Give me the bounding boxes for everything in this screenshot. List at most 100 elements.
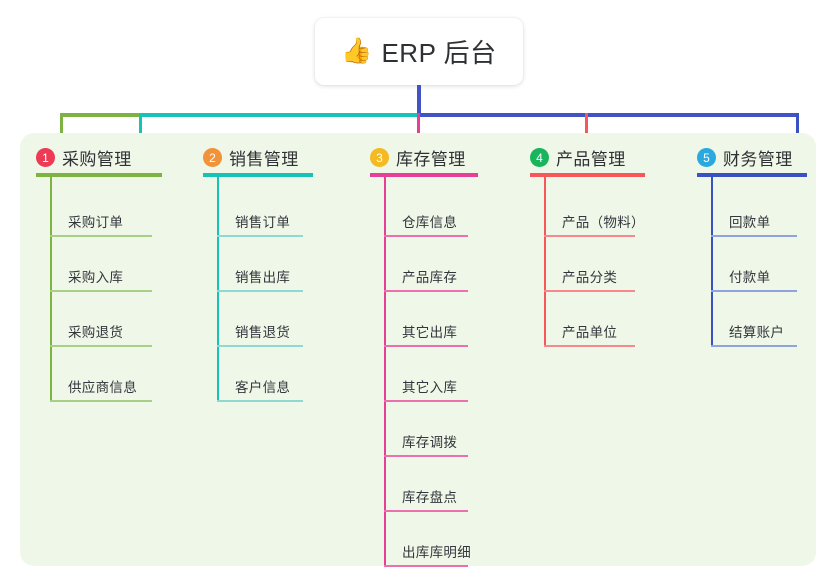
module-item-rule bbox=[384, 235, 468, 237]
module-item-rule bbox=[50, 235, 152, 237]
connector-segment-1 bbox=[60, 113, 140, 117]
connector-segment-3 bbox=[417, 113, 799, 117]
module-item-label: 产品分类 bbox=[562, 270, 618, 285]
module-item-rule bbox=[711, 290, 797, 292]
module-item[interactable]: 其它出库 bbox=[384, 321, 468, 347]
module-item-label: 回款单 bbox=[729, 215, 771, 230]
module-item-label: 其它出库 bbox=[402, 325, 458, 340]
module-item-rule bbox=[384, 290, 468, 292]
module-item-rule bbox=[50, 400, 152, 402]
module-title: 采购管理 bbox=[62, 150, 132, 169]
module-item[interactable]: 库存盘点 bbox=[384, 486, 468, 512]
module-item-rule bbox=[217, 400, 303, 402]
module-item[interactable]: 供应商信息 bbox=[50, 376, 152, 402]
module-item[interactable]: 产品分类 bbox=[544, 266, 635, 292]
module-number-badge: 5 bbox=[697, 148, 716, 167]
module-item-label: 销售订单 bbox=[235, 215, 291, 230]
module-item-label: 仓库信息 bbox=[402, 215, 458, 230]
trunk-line bbox=[417, 85, 421, 115]
module-item[interactable]: 回款单 bbox=[711, 211, 797, 237]
module-item[interactable]: 销售订单 bbox=[217, 211, 303, 237]
module-title: 财务管理 bbox=[723, 150, 793, 169]
module-header-rule bbox=[36, 173, 162, 177]
module-item-label: 出库库明细 bbox=[402, 545, 471, 560]
connector-drop-3 bbox=[417, 113, 420, 145]
module-stem-line bbox=[217, 175, 219, 402]
module-item-rule bbox=[384, 510, 468, 512]
module-item-label: 产品库存 bbox=[402, 270, 458, 285]
module-header-rule bbox=[370, 173, 478, 177]
module-item-label: 库存调拨 bbox=[402, 435, 458, 450]
connector-drop-4 bbox=[585, 113, 588, 145]
module-item[interactable]: 产品（物料） bbox=[544, 211, 645, 237]
module-item-label: 产品单位 bbox=[562, 325, 618, 340]
module-item[interactable]: 产品单位 bbox=[544, 321, 635, 347]
module-header-5[interactable]: 5 财务管理 bbox=[697, 145, 793, 170]
module-header-rule bbox=[203, 173, 313, 177]
module-item[interactable]: 采购入库 bbox=[50, 266, 152, 292]
module-item-label: 客户信息 bbox=[235, 380, 291, 395]
module-header-2[interactable]: 2 销售管理 bbox=[203, 145, 299, 170]
module-number-badge: 1 bbox=[36, 148, 55, 167]
module-item[interactable]: 仓库信息 bbox=[384, 211, 468, 237]
root-node-card[interactable]: 👍 ERP 后台 bbox=[315, 18, 523, 85]
module-title: 销售管理 bbox=[229, 150, 299, 169]
module-item-rule bbox=[711, 345, 797, 347]
module-item-rule bbox=[544, 290, 635, 292]
module-item[interactable]: 产品库存 bbox=[384, 266, 468, 292]
module-item-rule bbox=[384, 345, 468, 347]
module-stem-line bbox=[544, 175, 546, 347]
module-item-label: 采购退货 bbox=[68, 325, 124, 340]
module-item-label: 供应商信息 bbox=[68, 380, 137, 395]
module-item-label: 采购入库 bbox=[68, 270, 124, 285]
module-item-rule bbox=[384, 455, 468, 457]
module-item-rule bbox=[217, 290, 303, 292]
module-stem-line bbox=[50, 175, 52, 402]
module-item-label: 产品（物料） bbox=[562, 215, 645, 230]
module-item[interactable]: 采购退货 bbox=[50, 321, 152, 347]
module-item-label: 结算账户 bbox=[729, 325, 785, 340]
connector-drop-2 bbox=[139, 113, 142, 145]
module-item-label: 销售出库 bbox=[235, 270, 291, 285]
modules-panel: 1 采购管理采购订单采购入库采购退货供应商信息 2 销售管理销售订单销售出库销售退货客… bbox=[20, 133, 816, 567]
connector-segment-2 bbox=[139, 113, 419, 117]
module-item[interactable]: 结算账户 bbox=[711, 321, 797, 347]
module-item[interactable]: 采购订单 bbox=[50, 211, 152, 237]
module-header-3[interactable]: 3 库存管理 bbox=[370, 145, 466, 170]
module-title: 库存管理 bbox=[396, 150, 466, 169]
module-stem-line bbox=[384, 175, 386, 567]
module-item-rule bbox=[544, 345, 635, 347]
module-item[interactable]: 销售退货 bbox=[217, 321, 303, 347]
module-item[interactable]: 其它入库 bbox=[384, 376, 468, 402]
module-item-rule bbox=[384, 565, 468, 567]
module-number-badge: 4 bbox=[530, 148, 549, 167]
connector-drop-5 bbox=[796, 113, 799, 145]
module-title: 产品管理 bbox=[556, 150, 626, 169]
module-item-rule bbox=[50, 290, 152, 292]
module-header-rule bbox=[530, 173, 645, 177]
module-item-label: 销售退货 bbox=[235, 325, 291, 340]
module-item[interactable]: 出库库明细 bbox=[384, 541, 471, 567]
module-item[interactable]: 客户信息 bbox=[217, 376, 303, 402]
module-number-badge: 3 bbox=[370, 148, 389, 167]
module-item-rule bbox=[711, 235, 797, 237]
module-item-label: 付款单 bbox=[729, 270, 771, 285]
module-item[interactable]: 付款单 bbox=[711, 266, 797, 292]
module-item-label: 其它入库 bbox=[402, 380, 458, 395]
module-item-label: 库存盘点 bbox=[402, 490, 458, 505]
module-header-1[interactable]: 1 采购管理 bbox=[36, 145, 132, 170]
module-item-rule bbox=[544, 235, 635, 237]
thumbs-up-icon: 👍 bbox=[341, 37, 373, 65]
module-item[interactable]: 销售出库 bbox=[217, 266, 303, 292]
module-item-rule bbox=[50, 345, 152, 347]
module-item-rule bbox=[384, 400, 468, 402]
module-number-badge: 2 bbox=[203, 148, 222, 167]
connector-drop-1 bbox=[60, 113, 63, 145]
module-header-4[interactable]: 4 产品管理 bbox=[530, 145, 626, 170]
module-item[interactable]: 库存调拨 bbox=[384, 431, 468, 457]
module-item-rule bbox=[217, 345, 303, 347]
module-item-rule bbox=[217, 235, 303, 237]
module-stem-line bbox=[711, 175, 713, 347]
page-title: ERP 后台 bbox=[381, 38, 497, 68]
